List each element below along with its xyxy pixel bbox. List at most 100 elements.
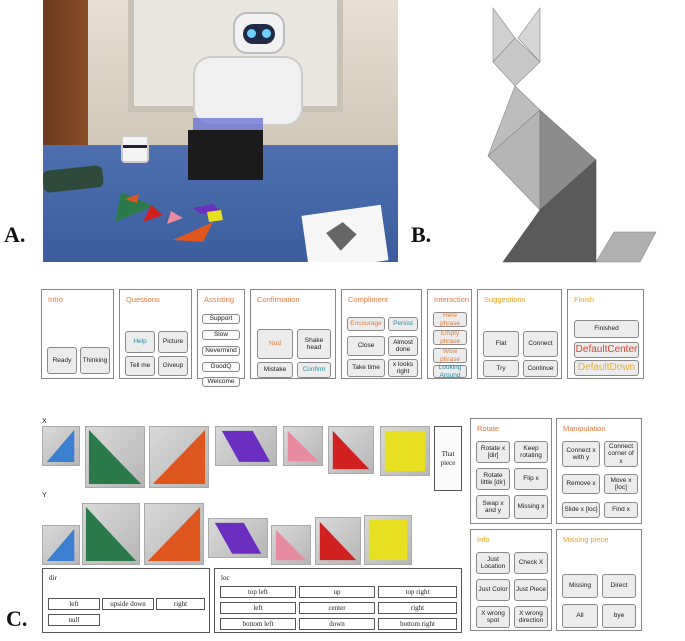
- loc-left-option[interactable]: left: [220, 602, 296, 614]
- wow-phrase-button[interactable]: Wow phrase: [433, 348, 467, 363]
- swap-x-and-y-button[interactable]: Swap x and y: [476, 495, 510, 519]
- pink-triangle-icon: [275, 529, 307, 561]
- robot-body: [193, 56, 303, 126]
- remove-x-button[interactable]: Remove x: [562, 474, 600, 494]
- loc-top-left-option[interactable]: top left: [220, 586, 296, 598]
- missing-piece-group: Missing piece Missing Direct All bye: [556, 529, 642, 631]
- loc-up-option[interactable]: up: [299, 586, 375, 598]
- y-piece-orange-triangle[interactable]: [144, 503, 204, 565]
- all-button[interactable]: All: [562, 604, 598, 628]
- confirmation-group: Confirmation Nod Shake head Mistake Conf…: [250, 289, 336, 379]
- confirm-button[interactable]: Confirm: [297, 362, 331, 378]
- finished-button[interactable]: Finished: [574, 320, 639, 338]
- thinking-button[interactable]: Thinking: [80, 347, 110, 374]
- finish-group: Finish Finished DefaultCenter DefaultDow…: [567, 289, 644, 379]
- loc-down-option[interactable]: down: [299, 618, 375, 630]
- looking-around-button[interactable]: Looking Around: [433, 364, 467, 379]
- x-wrong-spot-button[interactable]: X wrong spot: [476, 606, 510, 628]
- flat-button[interactable]: Flat: [483, 331, 519, 357]
- goodq-button[interactable]: GoodQ: [202, 362, 240, 372]
- empty-phrase-button[interactable]: Empty phrase: [433, 330, 467, 345]
- x-piece-orange-triangle[interactable]: [149, 426, 209, 488]
- ready-button[interactable]: Ready: [47, 347, 77, 374]
- move-x-loc-button[interactable]: Move x [loc]: [604, 474, 638, 494]
- y-piece-red-triangle[interactable]: [315, 517, 361, 565]
- help-button[interactable]: Help: [125, 331, 155, 353]
- intro-title: Intro: [48, 295, 64, 304]
- x-piece-purple-parallelogram[interactable]: [215, 426, 277, 466]
- default-center-button[interactable]: DefaultCenter: [574, 342, 639, 358]
- y-piece-yellow-square[interactable]: [364, 515, 412, 565]
- missing-x-button[interactable]: Missing x: [514, 495, 548, 519]
- just-color-button[interactable]: Just Color: [476, 579, 510, 601]
- encourage-button[interactable]: Encourage: [347, 317, 385, 331]
- dir-right-option[interactable]: right: [156, 598, 205, 610]
- y-piece-pink-triangle[interactable]: [271, 525, 311, 565]
- robot-head: [233, 12, 285, 54]
- loc-right-option[interactable]: right: [378, 602, 457, 614]
- keep-rotating-button[interactable]: Keep rotating: [514, 441, 548, 463]
- x-piece-red-triangle[interactable]: [328, 426, 374, 474]
- y-piece-blue-triangle[interactable]: [42, 525, 80, 565]
- questions-group: Questions Help Picture Tell me Giveup: [119, 289, 192, 379]
- blue-triangle-icon: [46, 528, 75, 562]
- connect-x-with-y-button[interactable]: Connect x with y: [562, 441, 600, 467]
- pink-triangle-icon: [287, 430, 319, 462]
- check-x-button[interactable]: Check X: [514, 552, 548, 574]
- y-row-label: Y: [42, 492, 47, 499]
- x-looks-right-button[interactable]: x looks right: [388, 359, 418, 377]
- x-wrong-direction-button[interactable]: X wrong direction: [514, 606, 548, 628]
- find-x-button[interactable]: Find x: [604, 502, 638, 518]
- giveup-button[interactable]: Giveup: [158, 356, 188, 376]
- blue-triangle-icon: [46, 429, 75, 463]
- that-piece-button[interactable]: That piece: [434, 426, 462, 491]
- nod-button[interactable]: Nod: [257, 329, 293, 359]
- x-piece-green-triangle[interactable]: [85, 426, 145, 488]
- tell-me-button[interactable]: Tell me: [125, 356, 155, 376]
- take-time-button[interactable]: Take time: [347, 359, 385, 377]
- just-piece-button[interactable]: Just Piece: [514, 579, 548, 601]
- rotate-x-dir-button[interactable]: Rotate x [dir]: [476, 441, 510, 463]
- questions-title: Questions: [126, 295, 160, 304]
- close-button[interactable]: Close: [347, 336, 385, 356]
- slow-button[interactable]: Slow: [202, 330, 240, 340]
- confirmation-title: Confirmation: [257, 295, 300, 304]
- rotate-title: Rotate: [477, 424, 500, 433]
- rotate-little-dir-button[interactable]: Rotate little [dir]: [476, 468, 510, 490]
- x-piece-pink-triangle[interactable]: [283, 426, 323, 466]
- loc-top-right-option[interactable]: top right: [378, 586, 457, 598]
- y-piece-purple-parallelogram[interactable]: [208, 518, 268, 558]
- nevermind-button[interactable]: Nevermind: [202, 346, 240, 356]
- mistake-button[interactable]: Mistake: [257, 362, 293, 378]
- x-piece-yellow-square[interactable]: [380, 426, 430, 476]
- loc-bottom-left-option[interactable]: bottom left: [220, 618, 296, 630]
- shake-head-button[interactable]: Shake head: [297, 329, 331, 359]
- welcome-button[interactable]: Welcome: [202, 377, 240, 387]
- continue-button[interactable]: Continue: [523, 360, 558, 377]
- dir-upside-down-option[interactable]: upside down: [102, 598, 154, 610]
- connect-button[interactable]: Connect: [523, 331, 558, 357]
- loc-bottom-right-option[interactable]: bottom right: [378, 618, 457, 630]
- bye-button[interactable]: bye: [602, 604, 636, 628]
- robot-eye-icon: [247, 29, 256, 38]
- here-phrase-button[interactable]: Here phrase: [433, 312, 467, 327]
- loc-center-option[interactable]: center: [299, 602, 375, 614]
- default-down-button[interactable]: DefaultDown: [574, 360, 639, 376]
- y-piece-green-triangle[interactable]: [82, 503, 140, 565]
- dir-left-option[interactable]: left: [48, 598, 100, 610]
- slide-x-loc-button[interactable]: Slide x [loc]: [562, 502, 600, 518]
- connect-corner-of-x-button[interactable]: Connect corner of x: [604, 441, 638, 467]
- green-triangle-icon: [85, 506, 137, 561]
- picture-button[interactable]: Picture: [158, 331, 188, 353]
- red-piece: [143, 205, 163, 222]
- flip-x-button[interactable]: Flip x: [514, 468, 548, 490]
- support-button[interactable]: Support: [202, 314, 240, 324]
- direct-button[interactable]: Direct: [602, 574, 636, 598]
- persist-button[interactable]: Persist: [388, 317, 418, 331]
- try-button[interactable]: Try: [483, 360, 519, 377]
- missing-button[interactable]: Missing: [562, 574, 598, 598]
- dir-null-option[interactable]: null: [48, 614, 100, 626]
- just-location-button[interactable]: Just Location: [476, 552, 510, 574]
- x-piece-blue-triangle[interactable]: [42, 426, 80, 466]
- almost-done-button[interactable]: Almost done: [388, 336, 418, 356]
